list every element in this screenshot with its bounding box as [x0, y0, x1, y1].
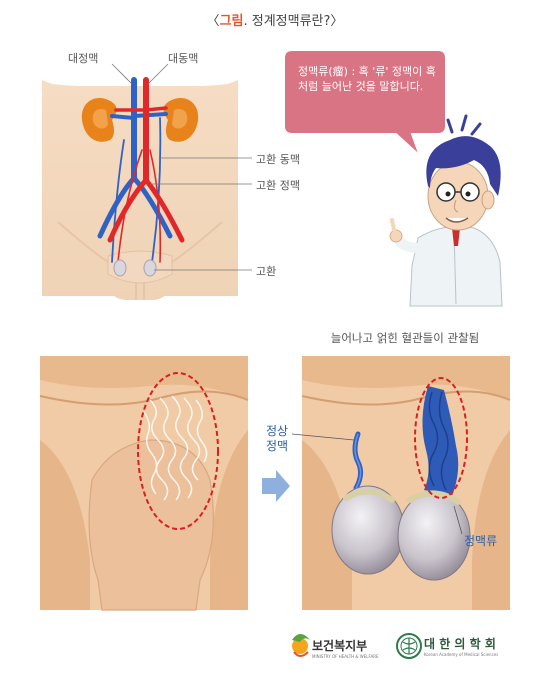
academy-subtitle: Korean Academy of Medical Sciences: [424, 652, 499, 657]
academy-name: 대 한 의 학 회: [424, 637, 496, 651]
normal-panel: [39, 356, 249, 611]
label-testis: 고환: [256, 265, 277, 278]
vein-system: [97, 77, 173, 263]
comparison-caption: 늘어나고 얽힌 혈관들이 관찰됨: [330, 331, 480, 345]
label-testicular-vein: 고환 정맥: [256, 179, 300, 192]
highlight-ellipse-normal: [137, 372, 219, 530]
ministry-name: 보건복지부: [312, 639, 368, 653]
kidney-right: [163, 98, 199, 142]
arrow-right-icon: [262, 470, 290, 502]
title-accent: 그림: [219, 14, 244, 29]
varicocele-panel: [291, 356, 511, 610]
kidney-left: [81, 98, 117, 142]
ministry-logo-icon: [292, 634, 310, 657]
highlight-ellipse-varicocele: [414, 377, 468, 499]
testis-affected: [397, 491, 471, 581]
label-normal-vein: 정상 정맥: [266, 424, 289, 453]
speech-bubble-text: 정맥류(瘤) : 혹 '류' 정맥이 혹처럼 늘어난 것을 말합니다.: [298, 65, 436, 93]
speech-bubble: [283, 49, 447, 157]
doctor-character: [389, 114, 503, 307]
anatomy-leader-lines: [111, 63, 252, 271]
artery-system: [107, 77, 185, 263]
label-aorta: 대동맥: [168, 52, 199, 65]
testis-right: [143, 259, 157, 277]
academy-seal-icon: [396, 633, 422, 659]
figure-title: 〈그림. 정계정맥류란?〉: [0, 10, 550, 29]
ministry-subtitle: MINISTRY OF HEALTH & WELFARE: [312, 654, 379, 659]
title-bracket-close: 〉: [330, 14, 344, 29]
label-varicocele: 정맥류: [464, 534, 498, 548]
label-testicular-artery: 고환 동맥: [256, 153, 300, 166]
title-text: . 정계정맥류란?: [243, 14, 331, 29]
testis-left: [113, 259, 127, 277]
title-bracket-open: 〈: [206, 14, 220, 29]
label-vena-cava: 대정맥: [68, 52, 99, 65]
